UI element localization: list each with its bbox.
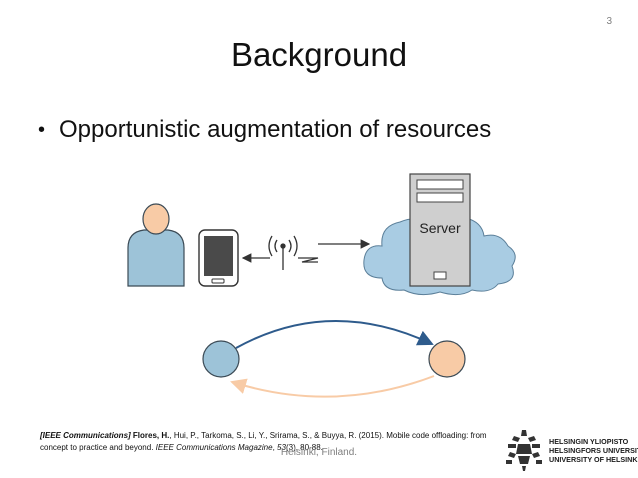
cloud-node [428,340,466,378]
logo-line-1: HELSINGIN YLIOPISTO [549,437,629,446]
bullet-item: • Opportunistic augmentation of resource… [38,116,491,144]
logo-line-2: HELSINGFORS UNIVERSITET [549,446,638,455]
reference-text-2: (3), 80-88. [285,443,323,452]
logo-line-3: UNIVERSITY OF HELSINKI [549,455,638,464]
slide-title: Background [230,36,408,73]
bullet-text: Opportunistic augmentation of resources [59,116,492,143]
reference-journal: IEEE Communications Magazine [155,443,273,452]
person-icon [127,203,185,287]
bullet-dot-icon: • [38,118,46,141]
wireless-antenna-icon [268,235,298,270]
smartphone-icon [198,229,239,287]
offload-arrow-return [230,375,435,398]
server-label: Server [419,220,461,236]
server-icon [409,173,471,287]
reference-volume: 53 [277,443,286,452]
mobile-node [202,340,240,378]
reference-text-1: , Hui, P., Tarkoma, S., Li, Y., Srirama,… [40,431,487,452]
university-logo-icon [506,430,542,471]
wireless-link-zigzag [298,257,319,263]
page-number: 3 [606,16,612,27]
reference-author-bold: Flores, H. [132,431,170,440]
reference-citation: [IEEE Communications] Flores, H., Hui, P… [40,430,500,454]
university-logo-text: HELSINGIN YLIOPISTO HELSINGFORS UNIVERSI… [549,437,638,464]
offload-arrow-forward [235,319,434,349]
reference-sep: , [272,443,278,452]
footer-location: Helsinki, Finland. [280,447,358,458]
reference-tag: [IEEE Communications] [40,431,131,440]
